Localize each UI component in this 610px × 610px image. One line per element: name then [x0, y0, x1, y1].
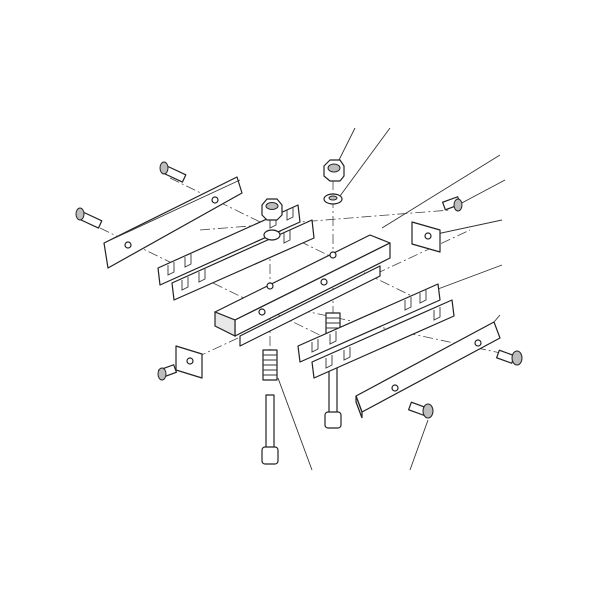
washer: [323, 193, 343, 205]
leader-lines: [277, 127, 506, 471]
slotted-plate-right-2: [311, 299, 455, 379]
bolt-right: [324, 359, 342, 429]
slotted-plate-left-2: [171, 219, 315, 301]
screw-top-left-1: [159, 161, 187, 183]
square-plate-right: [411, 221, 441, 253]
clamp-plate-left: [103, 176, 243, 269]
square-plate-left: [175, 345, 203, 379]
screw-bottom-right-1: [496, 349, 523, 366]
bolt-left: [261, 394, 279, 465]
slotted-plate-left-1: [157, 204, 301, 286]
slotted-plate-right-1: [297, 283, 441, 363]
clamp-plate-right: [355, 321, 501, 419]
nut-upper-left: [261, 198, 283, 241]
center-bar: [214, 234, 391, 347]
screw-top-left-2: [75, 207, 103, 229]
screw-bottom-right-2: [408, 401, 434, 419]
screw-top-right: [442, 196, 463, 212]
threaded-sleeve-left: [262, 349, 278, 381]
hex-nut: [323, 159, 345, 182]
screw-bottom-left: [157, 364, 178, 381]
